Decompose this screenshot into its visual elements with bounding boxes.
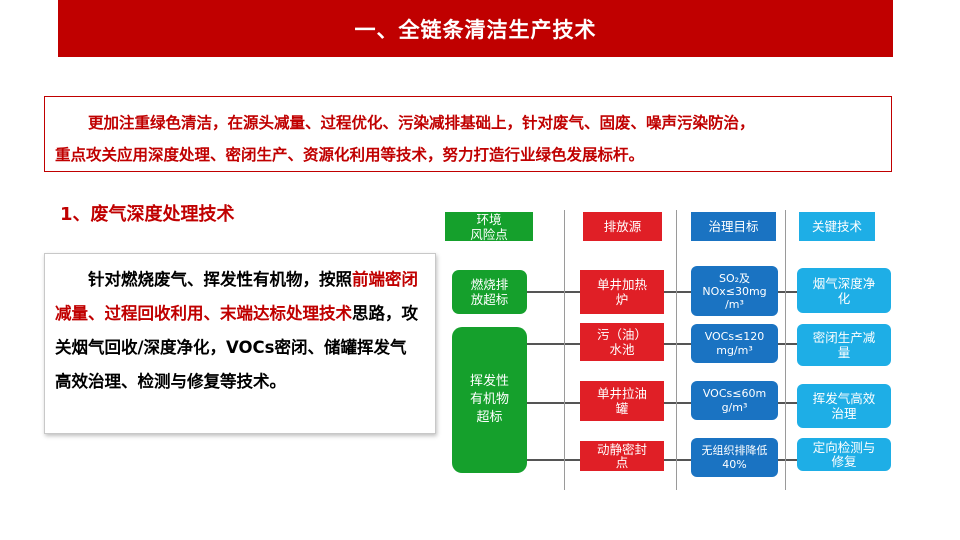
connector-line [778,402,797,404]
connector-line [527,402,580,404]
target-fugitive-40: 无组织排降低 40% [691,438,778,477]
risk-voc: 挥发性 有机物 超标 [452,327,527,473]
header-target: 治理目标 [689,210,778,243]
page-title-bar: 一、全链条清洁生产技术 [58,0,893,57]
connector-line [664,343,691,345]
risk-combustion: 燃烧排 放超标 [452,270,527,314]
description-part-1: 针对燃烧废气、挥发性有机物，按照 [88,270,352,289]
target-vocs-60: VOCs≤60m g/m³ [691,381,778,420]
description-box: 针对燃烧废气、挥发性有机物，按照前端密闭减量、过程回收利用、末端达标处理技术思路… [44,253,436,434]
intro-line-2: 重点攻关应用深度处理、密闭生产、资源化利用等技术，努力打造行业绿色发展标杆。 [55,146,645,164]
connector-line [778,459,797,461]
source-heating-furnace: 单井加热 炉 [580,270,664,314]
section-title: 1、废气深度处理技术 [60,204,235,225]
connector-line [664,291,691,293]
tech-closed-production: 密闭生产减 量 [797,324,891,366]
column-separator [564,210,565,490]
header-tech: 关键技术 [797,210,877,243]
source-seal-point: 动静密封 点 [580,441,664,471]
header-source: 排放源 [581,210,664,243]
connector-line [664,459,691,461]
intro-box: 更加注重绿色清洁，在源头减量、过程优化、污染减排基础上，针对废气、固废、噪声污染… [44,96,892,172]
intro-line-1: 更加注重绿色清洁，在源头减量、过程优化、污染减排基础上，针对废气、固废、噪声污染… [88,114,755,132]
tech-leak-detection: 定向检测与 修复 [797,438,891,471]
connector-line [527,459,580,461]
description-part-3: 思路，攻关烟气回收/深度净化，VOCs密闭、储罐挥发气高效治理、检测与修复等技术… [55,304,418,391]
connector-line [778,291,797,293]
source-oil-tank: 单井拉油 罐 [580,381,664,421]
column-separator [676,210,677,490]
connector-line [527,343,580,345]
connector-line [664,402,691,404]
tech-flue-gas-purification: 烟气深度净 化 [797,268,891,313]
target-vocs-120: VOCs≤120 mg/m³ [691,324,778,363]
target-so2-nox: SO₂及 NOx≤30mg /m³ [691,266,778,316]
description-highlight: 前端密闭减量、过程回收利用、末端达标处理技术 [55,270,418,323]
column-separator [785,210,786,490]
header-env-risk: 环境 风险点 [443,210,535,243]
page-title: 一、全链条清洁生产技术 [354,17,597,42]
connector-line [527,291,580,293]
source-oil-water-pool: 污（油） 水池 [580,323,664,361]
connector-line [778,343,797,345]
tech-vapor-treatment: 挥发气高效 治理 [797,384,891,428]
